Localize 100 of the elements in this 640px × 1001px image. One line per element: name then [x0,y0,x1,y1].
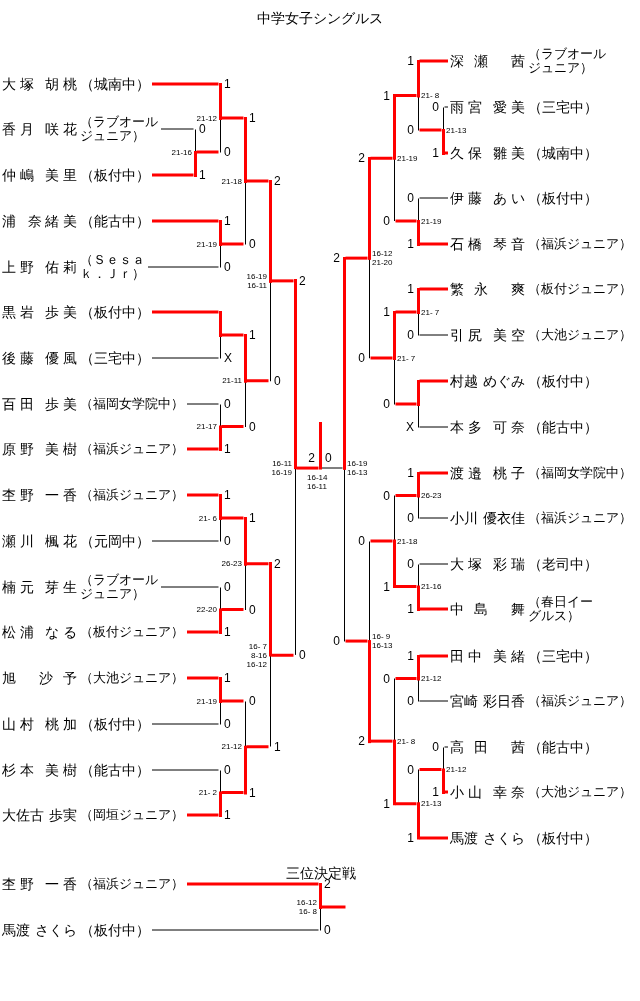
match-bracket [218,768,222,817]
bracket-line [271,279,294,283]
match-bracket [416,768,420,840]
school-name: （能古中） [528,420,598,434]
school-name: （福浜ジュニア） [528,511,633,525]
player-name: 百田 歩美 [2,395,77,414]
bracket-line [160,586,219,588]
bracket-line [419,242,448,246]
player-name: 楠元 芽生 [2,578,77,597]
set-score: 16-12 [246,659,267,669]
match-bracket [392,94,396,223]
game-score: X [223,351,233,365]
match-bracket [416,379,420,429]
game-score: 1 [406,237,415,251]
school-name: （福浜ジュニア） [80,488,185,502]
bracket-line [221,116,244,120]
bracket-line [395,402,417,406]
set-score: 21-16 [171,147,192,157]
player-name: 松浦 なる [2,623,77,642]
match-bracket [218,219,222,269]
bracket-line [419,379,448,383]
game-score: 1 [431,146,440,160]
match-bracket [243,516,247,611]
set-score: 21-19 [196,696,217,706]
school-name: （春日イーグルス） [528,595,594,623]
player-name: 深瀬 茜 [450,52,525,71]
match-bracket [218,82,222,154]
game-score: 1 [406,831,415,845]
set-score: 21- 8 [397,736,416,746]
bracket-line [221,791,244,794]
set-score: 16-11 [307,482,327,492]
match-bracket [441,745,445,794]
game-score: 0 [248,237,257,251]
match-bracket [293,279,297,657]
player-name: 上野 佑莉 [2,258,77,277]
game-score: 1 [382,88,391,103]
game-score: X [405,420,415,434]
player-name: 浦 奈緒美 [2,212,77,231]
bracket-line [187,493,219,497]
game-score: 0 [406,328,415,342]
match-bracket [243,116,247,246]
bracket-line [444,790,448,794]
school-name: （能古中） [528,740,598,754]
set-score: 16-19 [271,468,292,478]
school-name: （板付中） [80,717,150,731]
game-score: 0 [406,511,415,525]
set-score: 21-17 [196,422,217,431]
school-name: （板付中） [528,191,598,205]
set-score: 26-23 [421,491,442,500]
bracket-line [187,676,219,680]
bracket-line [395,310,417,314]
bracket-line [395,802,417,806]
bracket-line [321,467,343,469]
match-bracket [416,59,420,132]
game-score: 1 [382,579,391,594]
bracket-line [419,517,449,519]
school-name: （板付中） [80,168,150,182]
set-score: 16-14 [307,473,328,483]
player-name: 田中 美緒 [450,647,525,666]
game-score: 1 [248,511,257,525]
bracket-line [419,59,448,63]
bracket-line [296,466,319,470]
school-name: （板付中） [528,831,598,845]
school-name: （ラブオールジュニア） [528,47,607,75]
player-name: 瀬川 楓花 [2,532,77,551]
game-score: 2 [273,556,282,571]
match-bracket [392,494,396,588]
player-name: 香月 咲花 [2,120,77,139]
player-name: 山村 桃加 [2,715,77,734]
bracket-line [221,608,244,611]
game-score: 1 [273,739,282,754]
game-score: 0 [406,557,415,571]
set-score: 16-19 [246,271,267,281]
bracket-line [370,739,393,743]
player-name: 石橋 琴音 [450,235,525,254]
player-name: 杢野 一香 [2,486,77,505]
game-score: 0 [382,488,391,503]
set-score: 16-13 [372,641,393,651]
set-score: 21- 8 [421,91,440,100]
set-score: 16- 8 [298,907,317,916]
school-name: （福浜ジュニア） [528,237,633,251]
bracket-line [152,173,194,177]
school-name: （ラブオールジュニア） [80,573,159,601]
game-score: 1 [223,625,232,639]
match-bracket [416,287,420,337]
school-name: （三宅中） [80,351,150,365]
player-name: 原野 美樹 [2,440,77,459]
set-score: 21-19 [196,239,217,249]
game-score: 0 [382,671,391,686]
bracket-line [246,745,269,749]
set-score: 26-23 [221,559,242,569]
school-name: （大池ジュニア） [528,328,633,342]
set-score: 21-12 [196,113,217,123]
bracket-line [221,699,244,703]
school-name: （大池ジュニア） [80,671,185,685]
player-name: 高田 茜 [450,738,525,757]
match-bracket [193,127,197,177]
match-bracket [243,333,247,428]
match-bracket [367,156,371,360]
player-name: 小山 幸奈 [450,783,525,802]
